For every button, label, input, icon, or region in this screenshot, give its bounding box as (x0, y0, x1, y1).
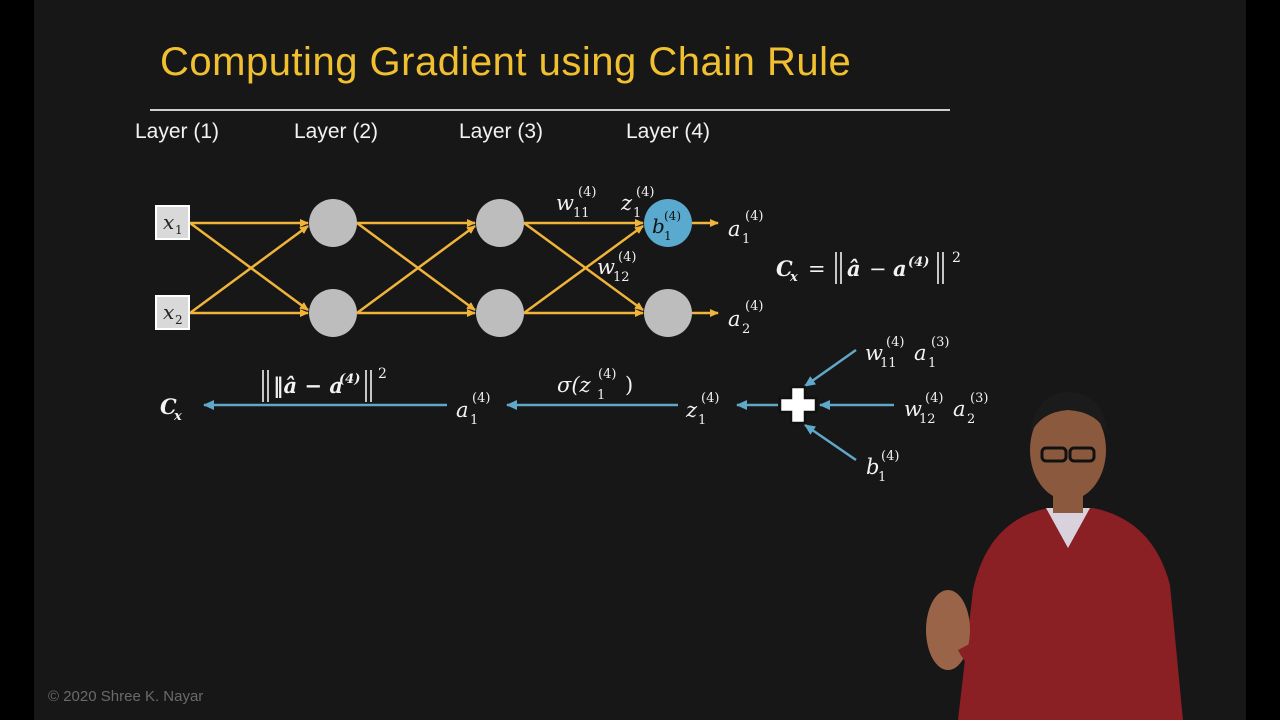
w12-sup: (4) (618, 250, 636, 265)
term2-w-sup: (4) (925, 391, 943, 406)
node-l3-1 (476, 199, 524, 247)
output-a2-sup: (4) (745, 299, 763, 314)
term2-a: a (953, 397, 966, 421)
term3-b-sub: 1 (878, 470, 886, 485)
forward-edges (189, 219, 719, 317)
node-l2-1 (309, 199, 357, 247)
w12-label: w (597, 255, 615, 279)
chain-z-sub: 1 (698, 413, 706, 428)
cost-minus: − (869, 257, 887, 281)
cost-a: a (893, 256, 907, 281)
w12-sub: 12 (613, 270, 630, 285)
cost-power: 2 (952, 250, 961, 266)
input-x2-sub: 2 (175, 313, 183, 327)
chain-norm-power: 2 (378, 366, 387, 382)
w11-sup: (4) (578, 185, 596, 200)
layer-4-label: Layer (4) (626, 120, 711, 143)
bias-sub: 1 (664, 229, 672, 243)
copyright-notice: © 2020 Shree K. Nayar (48, 688, 204, 705)
term1-w-sup: (4) (886, 335, 904, 350)
term1-a-sub: 1 (928, 356, 936, 371)
w11-label: w (556, 191, 574, 215)
term2-w: w (904, 397, 922, 421)
edge-l3-l4-b (523, 221, 644, 312)
sum-plus-icon (778, 385, 818, 425)
output-a1-sup: (4) (745, 209, 763, 224)
z1-label: z (620, 191, 633, 215)
node-l4-1-highlighted (644, 199, 692, 247)
term1-w: w (865, 341, 883, 365)
input-node-x1 (155, 205, 190, 240)
input-x2-label: x (163, 300, 174, 324)
term2-a-sup: (3) (970, 391, 988, 406)
term1-a-sup: (3) (931, 335, 949, 350)
bias-sup: (4) (664, 209, 681, 223)
chain-z-node: z (685, 398, 698, 422)
slide-title: Computing Gradient using Chain Rule (160, 40, 852, 84)
layer-3-label: Layer (3) (459, 120, 544, 143)
edge-l2-l3-c (356, 224, 476, 315)
cost-a-hat: â (847, 256, 861, 281)
chain-sigma-sup: (4) (598, 367, 616, 382)
chain-a-sup: (4) (472, 391, 490, 406)
backward-edges (203, 348, 894, 462)
z1-sup: (4) (636, 185, 654, 200)
cost-a-sup: (4) (908, 255, 929, 270)
presenter-sleeve (958, 630, 998, 674)
cost-equation: C x = â − a (4) 2 (776, 250, 961, 285)
chain-norm-label: ‖â − a (273, 373, 343, 398)
output-a2-label: a (728, 307, 741, 331)
edge-x1-h2 (189, 221, 309, 312)
chain-sigma-label: σ(z (557, 373, 592, 397)
layer-2-label: Layer (2) (294, 120, 379, 143)
chain-z-sup: (4) (701, 391, 719, 406)
term1-w-sub: 11 (880, 356, 897, 371)
presenter-glasses-left (1040, 446, 1068, 463)
term3-b: b (866, 455, 879, 479)
presenter-collar (1046, 508, 1090, 548)
output-a1-label: a (728, 217, 741, 241)
node-l4-2 (644, 289, 692, 337)
term3-b-sup: (4) (881, 449, 899, 464)
back-edge-term3-to-sum (804, 423, 857, 462)
edge-l2-l3-b (356, 221, 476, 312)
presenter-sweater (958, 508, 1183, 720)
cost-lhs-sub: x (789, 270, 798, 285)
cost-equals: = (808, 257, 826, 281)
z1-sub: 1 (633, 206, 641, 221)
presenter-glasses-right (1068, 446, 1096, 463)
presenter-figure (926, 392, 1183, 720)
title-underline (150, 109, 950, 111)
input-node-x2 (155, 295, 190, 330)
edge-l3-l4-c (523, 224, 644, 315)
term2-w-sub: 12 (919, 412, 936, 427)
cost-lhs: C (776, 256, 793, 281)
back-edge-term1-to-sum (804, 348, 857, 388)
node-l3-2 (476, 289, 524, 337)
chain-a-node: a (456, 398, 469, 422)
chain-cost-sub: x (173, 409, 182, 424)
presenter-head (1030, 400, 1106, 500)
chain-sigma-sub: 1 (597, 388, 605, 403)
presenter-hair (1030, 392, 1108, 435)
chain-a-sub: 1 (470, 413, 478, 428)
chain-sigma-end: ) (625, 373, 633, 397)
input-x1-sub: 1 (175, 223, 183, 237)
output-a1-sub: 1 (742, 232, 750, 247)
bias-label: b (652, 214, 665, 238)
output-a2-sub: 2 (742, 322, 750, 337)
chain-norm-sup: (4) (339, 372, 360, 387)
node-l2-2 (309, 289, 357, 337)
w11-sub: 11 (573, 206, 590, 221)
input-x1-label: x (163, 210, 174, 234)
term1-a: a (914, 341, 927, 365)
edge-x2-h1 (189, 224, 309, 315)
term2-a-sub: 2 (967, 412, 975, 427)
layer-1-label: Layer (1) (135, 120, 220, 143)
chain-cost-node: C (160, 394, 177, 419)
